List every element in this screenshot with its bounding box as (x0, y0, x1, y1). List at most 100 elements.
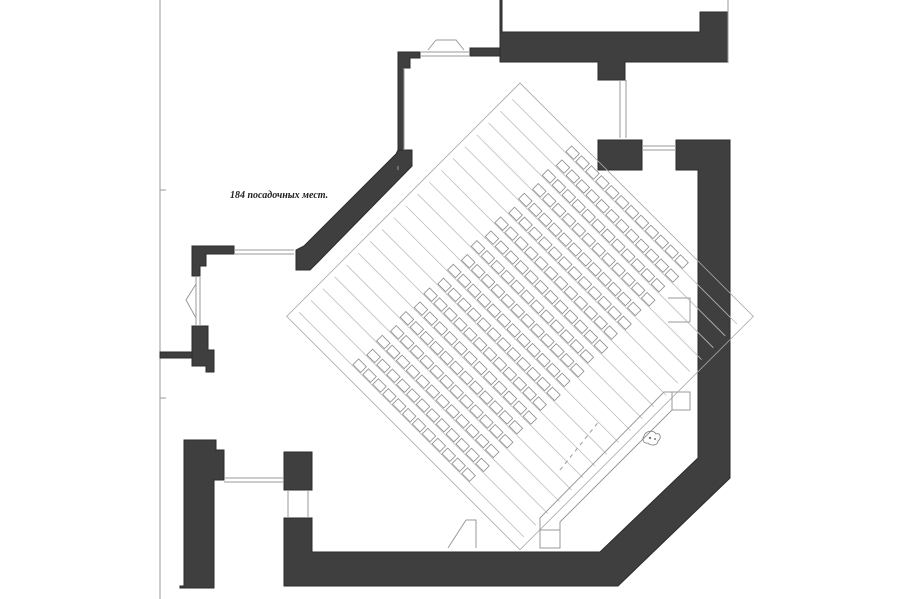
seat (472, 336, 488, 352)
seat (569, 339, 585, 354)
seat (490, 259, 506, 275)
seat (449, 360, 464, 376)
seat (443, 307, 458, 322)
wall-top-right (499, 0, 729, 81)
wall-left-upper (191, 245, 235, 277)
seat (526, 366, 541, 382)
seat (425, 384, 441, 399)
door-left (185, 276, 201, 326)
seat (504, 250, 520, 265)
seat (555, 159, 571, 174)
seat (362, 368, 377, 383)
seat (376, 334, 391, 350)
wall-right-bottom (283, 139, 731, 587)
seat (551, 178, 567, 194)
seat (607, 305, 622, 321)
seat-rows (298, 98, 738, 538)
seat (484, 443, 500, 459)
wall-left-lower (179, 439, 225, 589)
seat-row-line (464, 146, 691, 372)
seat (543, 265, 559, 281)
seat (506, 323, 522, 338)
seat (555, 372, 571, 388)
seat (413, 301, 429, 316)
seat (581, 232, 597, 248)
seat-row-line (298, 312, 525, 538)
seat-row-line (417, 193, 643, 420)
seat (443, 331, 458, 346)
seat (455, 413, 470, 429)
seat (504, 226, 519, 241)
seat (480, 249, 496, 265)
wall-upper-corner (397, 51, 421, 167)
seat (583, 305, 599, 321)
seating-area (286, 82, 754, 551)
seat (587, 285, 603, 301)
seat (567, 266, 583, 281)
seat (389, 325, 405, 340)
seat (664, 244, 679, 259)
seat (549, 319, 565, 334)
seat (516, 333, 531, 348)
seat (482, 346, 498, 362)
seat (569, 362, 585, 378)
seat (605, 208, 620, 224)
seat (506, 346, 522, 362)
seat (591, 218, 606, 234)
seat (445, 427, 461, 443)
passage-lower (287, 490, 309, 518)
seat-row-line (429, 181, 655, 408)
seat (514, 236, 529, 251)
door-swing-icon (447, 519, 477, 549)
seat (573, 319, 589, 334)
seat (644, 248, 660, 263)
seat (496, 337, 512, 352)
seat-row-line (381, 229, 608, 455)
seat (601, 252, 616, 267)
seat (664, 268, 680, 283)
seat (490, 283, 506, 299)
seat (475, 457, 490, 473)
seat (372, 378, 387, 393)
seat (640, 268, 656, 283)
seat-row-line (511, 98, 738, 325)
seat (476, 293, 492, 308)
seat (459, 394, 474, 409)
window-top-right (619, 80, 627, 138)
seat (524, 269, 539, 285)
seat (439, 350, 454, 366)
seat (462, 326, 478, 342)
seat (502, 390, 518, 406)
seat (423, 311, 439, 326)
seat (577, 275, 593, 291)
seat-row-line (393, 217, 620, 443)
seat (516, 356, 532, 372)
seat (553, 299, 569, 315)
seat (615, 218, 630, 234)
seat (536, 352, 551, 368)
seat (391, 397, 407, 413)
seat (469, 380, 484, 395)
seat (650, 277, 666, 293)
seat (500, 293, 516, 309)
window-right (642, 145, 676, 151)
seat (595, 175, 610, 190)
seat (466, 283, 482, 299)
seat (587, 262, 602, 277)
wall-inner-line (397, 68, 405, 170)
seat (419, 354, 435, 370)
seat (544, 289, 559, 305)
seat (603, 325, 618, 340)
seat (575, 179, 591, 194)
seat (640, 291, 656, 307)
seat (352, 358, 367, 373)
seat-row-line (440, 169, 667, 396)
seat (551, 202, 567, 218)
seat (595, 198, 610, 214)
seat (593, 339, 609, 354)
seat (634, 238, 650, 254)
seat (617, 291, 632, 307)
seat (465, 447, 480, 463)
seat (557, 232, 573, 247)
